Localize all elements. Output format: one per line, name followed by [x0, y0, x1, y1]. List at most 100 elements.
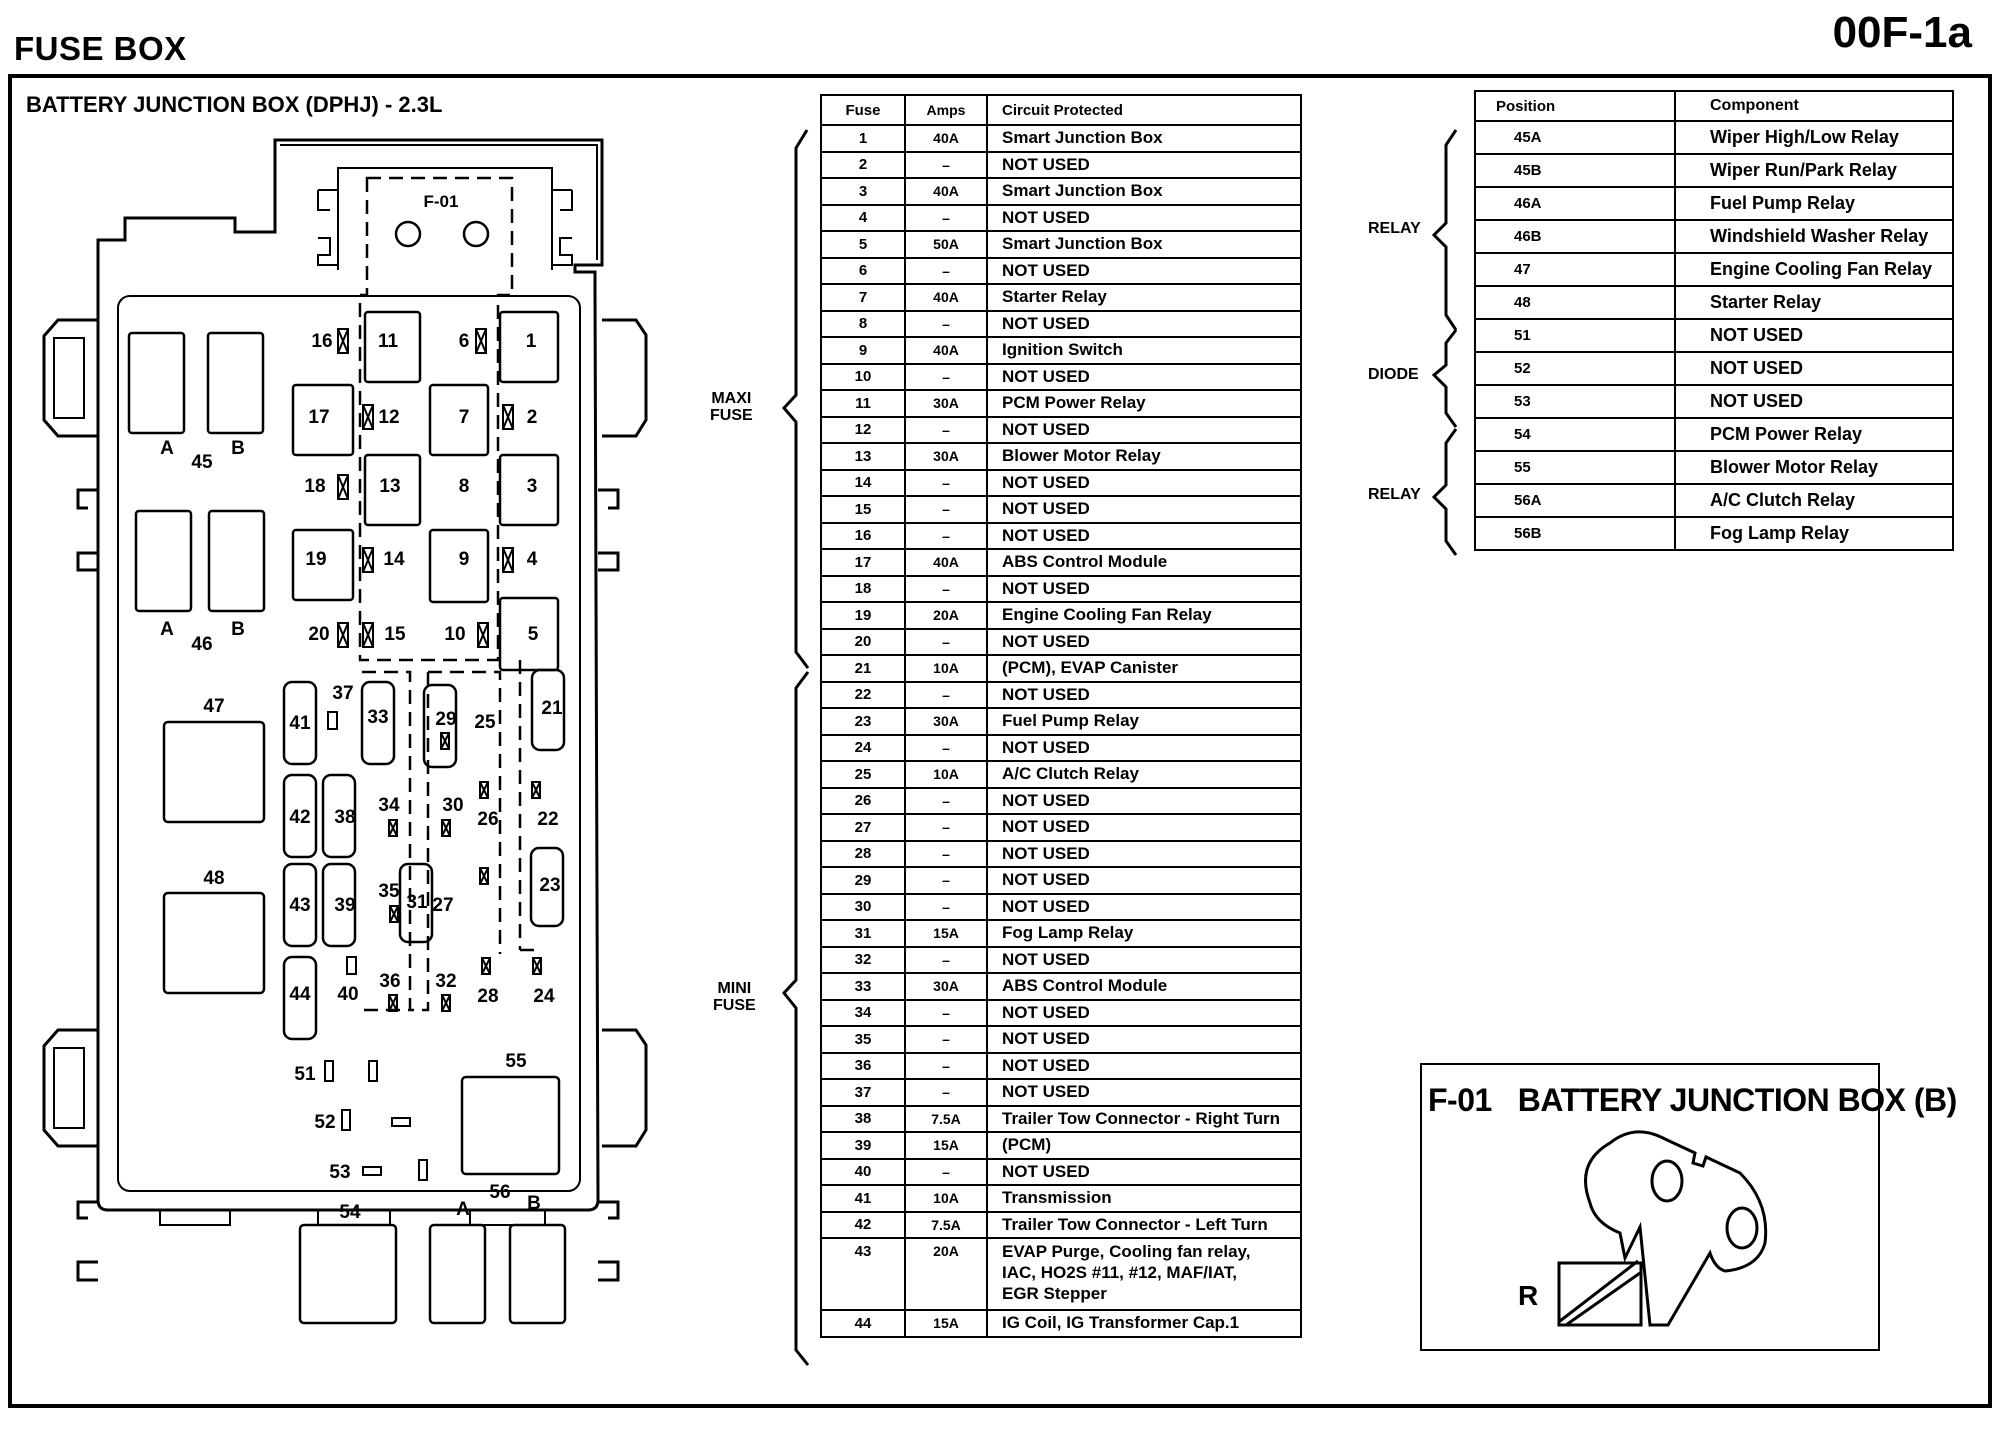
relay-component: Wiper High/Low Relay: [1674, 120, 1954, 155]
cross-marker-24: [532, 957, 542, 975]
fuse-row: 15–NOT USED: [820, 495, 1302, 524]
fuse-circuit: IG Coil, IG Transformer Cap.1: [986, 1309, 1302, 1338]
slot-4: 4: [526, 549, 538, 570]
fuse-row: 22–NOT USED: [820, 680, 1302, 709]
fuse-circuit: Smart Junction Box: [986, 124, 1302, 153]
fuse-amps: –: [904, 680, 988, 709]
fuse-circuit: NOT USED: [986, 150, 1302, 179]
fuse-number: 15: [820, 495, 906, 524]
cross-marker-27: [479, 867, 489, 885]
fuse-circuit: EVAP Purge, Cooling fan relay, IAC, HO2S…: [986, 1237, 1302, 1311]
relay-brace-2: [1431, 428, 1458, 556]
slot-26: 26: [477, 809, 499, 830]
relay-position: 46A: [1474, 186, 1676, 221]
slot-39: 39: [334, 895, 356, 916]
fuse-amps: –: [904, 495, 988, 524]
relay-position: 51: [1474, 318, 1676, 353]
col-header-component: Component: [1674, 90, 1954, 122]
fuse-amps: 40A: [904, 283, 988, 312]
fuse-row: 40–NOT USED: [820, 1157, 1302, 1186]
f01-label: F-01: [423, 192, 459, 211]
fuse-circuit: NOT USED: [986, 495, 1302, 524]
cross-marker-20: [337, 622, 349, 648]
slot-41: 41: [289, 713, 311, 734]
cross-marker-26: [479, 781, 489, 799]
relay-component: Windshield Washer Relay: [1674, 219, 1954, 254]
mini-brace: [782, 671, 810, 1366]
relay-position: 45B: [1474, 153, 1676, 188]
fuse-amps: 7.5A: [904, 1104, 988, 1133]
slot-29: 29: [435, 709, 457, 730]
fuse-number: 35: [820, 1025, 906, 1054]
fuse-circuit: NOT USED: [986, 839, 1302, 868]
fuse-amps: 20A: [904, 601, 988, 630]
relay-55-label: 55: [505, 1051, 527, 1072]
fuse-amps: –: [904, 468, 988, 497]
fuse-number: 43: [820, 1237, 906, 1311]
fuse-circuit: NOT USED: [986, 1078, 1302, 1107]
relay-position: 45A: [1474, 120, 1676, 155]
fuse-amps: 7.5A: [904, 1210, 988, 1239]
slot-9: 9: [458, 549, 470, 570]
col-header-circuit: Circuit Protected: [986, 94, 1302, 126]
fuse-row: 36–NOT USED: [820, 1051, 1302, 1080]
slot-19: 19: [305, 549, 327, 570]
relay-position: 47: [1474, 252, 1676, 287]
slot-14: 14: [383, 549, 405, 570]
battery-terminal-icon: [1557, 1130, 1768, 1327]
relay-component: NOT USED: [1674, 351, 1954, 386]
fuse-amps: 15A: [904, 1309, 988, 1338]
slot-40: 40: [337, 984, 359, 1005]
fuse-amps: –: [904, 256, 988, 285]
fuse-amps: –: [904, 786, 988, 815]
fuse-amps: 30A: [904, 442, 988, 471]
relay-45-label: 45: [191, 452, 213, 473]
relay-component: A/C Clutch Relay: [1674, 483, 1954, 518]
relay-45a-label: A: [160, 438, 174, 459]
fuse-amps: –: [904, 150, 988, 179]
slot-37: 37: [332, 683, 354, 704]
fuse-circuit: Trailer Tow Connector - Right Turn: [986, 1104, 1302, 1133]
fuse-circuit: Trailer Tow Connector - Left Turn: [986, 1210, 1302, 1239]
fuse-amps: –: [904, 813, 988, 842]
slot-5: 5: [527, 624, 539, 645]
fuse-amps: 40A: [904, 124, 988, 153]
fuse-number: 32: [820, 945, 906, 974]
cross-marker-14: [362, 547, 374, 573]
fuse-circuit: NOT USED: [986, 362, 1302, 391]
slot-33: 33: [367, 707, 389, 728]
fuse-number: 26: [820, 786, 906, 815]
fuse-number: 40: [820, 1157, 906, 1186]
fuse-number: 44: [820, 1309, 906, 1338]
fuse-amps: 20A: [904, 1237, 988, 1311]
fuse-number: 29: [820, 866, 906, 895]
fuse-number: 4: [820, 203, 906, 232]
slot-44: 44: [289, 984, 311, 1005]
fuse-row: 29–NOT USED: [820, 866, 1302, 895]
fuse-number: 5: [820, 230, 906, 259]
relay-component: Blower Motor Relay: [1674, 450, 1954, 485]
slot-24: 24: [533, 986, 555, 1007]
relay-group-braces: [1431, 129, 1458, 556]
relay-56-label: 56: [489, 1182, 511, 1203]
fuse-circuit: ABS Control Module: [986, 548, 1302, 577]
fuse-circuit: NOT USED: [986, 733, 1302, 762]
col-header-position: Position: [1474, 90, 1676, 122]
fuse-circuit: NOT USED: [986, 1157, 1302, 1186]
fuse-amps: 15A: [904, 1131, 988, 1160]
fuse-row: 8–NOT USED: [820, 309, 1302, 338]
fuse-circuit: Fuel Pump Relay: [986, 707, 1302, 736]
